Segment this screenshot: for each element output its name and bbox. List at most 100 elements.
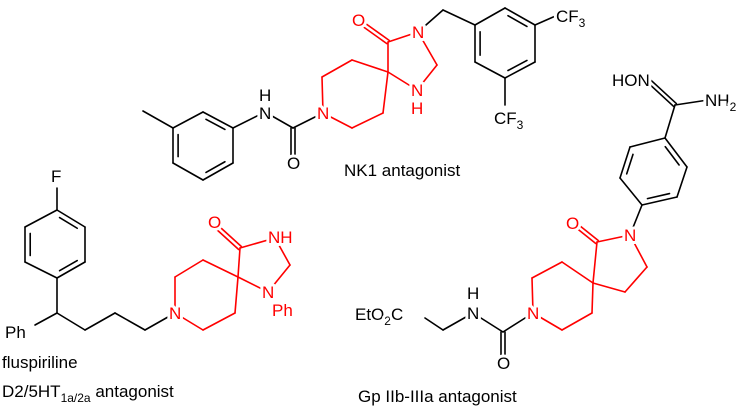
bond [358, 22, 388, 45]
bond [592, 282, 626, 293]
bond [34, 312, 58, 326]
bond [351, 112, 384, 129]
bond [202, 259, 239, 278]
bond [442, 9, 476, 26]
bond [58, 216, 79, 230]
bond [561, 261, 594, 284]
bond [218, 225, 243, 248]
bond [56, 312, 86, 331]
bond [592, 241, 598, 284]
atom-N: N [527, 304, 539, 323]
bond [264, 111, 294, 129]
bond [534, 13, 561, 26]
bond [202, 111, 234, 129]
bond [442, 312, 474, 331]
atom-N: N [262, 283, 274, 302]
bond [650, 79, 678, 105]
phenyl-label: Ph [272, 301, 293, 320]
bond [417, 9, 444, 33]
bond [625, 153, 634, 175]
bond [144, 312, 176, 331]
fluspiriline: F Ph N O NH N Ph fluspiriline D2/5HT1a/2… [2, 164, 296, 405]
caption-nk1: NK1 antagonist [344, 161, 461, 180]
phenyl-label: Ph [5, 323, 26, 342]
bond [664, 137, 688, 168]
bond [382, 71, 389, 114]
bond [24, 209, 58, 228]
bond [172, 162, 204, 181]
caption-activity: D2/5HT1a/2a antagonist [2, 382, 174, 405]
cf3-group: CF3 [494, 109, 524, 132]
gp-iib-iiia-antagonist: HON NH2 O N N O N H EtO2C Gp IIb-IIIa an… [352, 68, 740, 406]
bond [322, 112, 353, 129]
bond [321, 59, 353, 78]
bond [502, 312, 534, 333]
bond [646, 192, 671, 200]
bond [234, 276, 239, 314]
bond [624, 266, 648, 293]
bond [629, 137, 666, 148]
bond [237, 276, 269, 293]
bond [504, 61, 536, 79]
bond [619, 177, 643, 206]
bond [202, 162, 234, 181]
bond [84, 312, 116, 331]
bond [237, 247, 241, 278]
atom-H: H [467, 284, 479, 303]
bond [56, 209, 86, 228]
bond [274, 237, 291, 266]
bond [561, 312, 593, 331]
bond [56, 261, 86, 279]
bond [474, 61, 506, 79]
atom-N: N [467, 304, 479, 323]
bond [215, 228, 240, 251]
atom-O: O [352, 11, 365, 30]
atom-F: F [51, 167, 61, 186]
atom-N: N [317, 104, 329, 123]
bond [239, 237, 276, 249]
bond [531, 261, 563, 279]
caption-gp: Gp IIb-IIIa antagonist [358, 387, 517, 406]
atom-N: N [624, 226, 636, 245]
bond [577, 223, 600, 242]
bond [532, 312, 563, 331]
bond [629, 204, 643, 236]
bond [172, 111, 204, 129]
bond [574, 226, 597, 245]
bond [641, 196, 678, 206]
bond [674, 99, 709, 106]
bond [647, 82, 675, 108]
bond [24, 261, 58, 279]
bond [174, 312, 204, 331]
atom-O: O [287, 154, 300, 173]
bonds [24, 7, 709, 359]
atom-N: N [411, 81, 423, 100]
atom-O: O [566, 214, 579, 233]
bond [474, 7, 506, 26]
bond [416, 64, 438, 91]
bond [174, 259, 204, 278]
atom-O: O [497, 354, 510, 373]
atom-N: N [412, 23, 424, 42]
cf3-group: CF3 [556, 7, 586, 30]
bond [232, 111, 266, 129]
bond [472, 312, 504, 333]
atom-O: O [208, 213, 221, 232]
bond [596, 234, 631, 243]
bond [676, 166, 688, 198]
bond [619, 146, 631, 179]
bond [417, 31, 438, 66]
bond [114, 312, 146, 331]
bond [387, 31, 419, 43]
bond [351, 59, 389, 73]
bond [321, 76, 324, 114]
atom-N: N [259, 104, 271, 123]
nk1-antagonist: O N N H N O N H CF3 CF3 NK1 antagonist [256, 4, 589, 180]
bond [629, 234, 648, 268]
bond [424, 317, 444, 331]
bond [267, 264, 291, 293]
amino-label: NH2 [705, 91, 737, 114]
atom-N: N [169, 304, 181, 323]
bond [664, 145, 680, 166]
bond [387, 71, 418, 91]
